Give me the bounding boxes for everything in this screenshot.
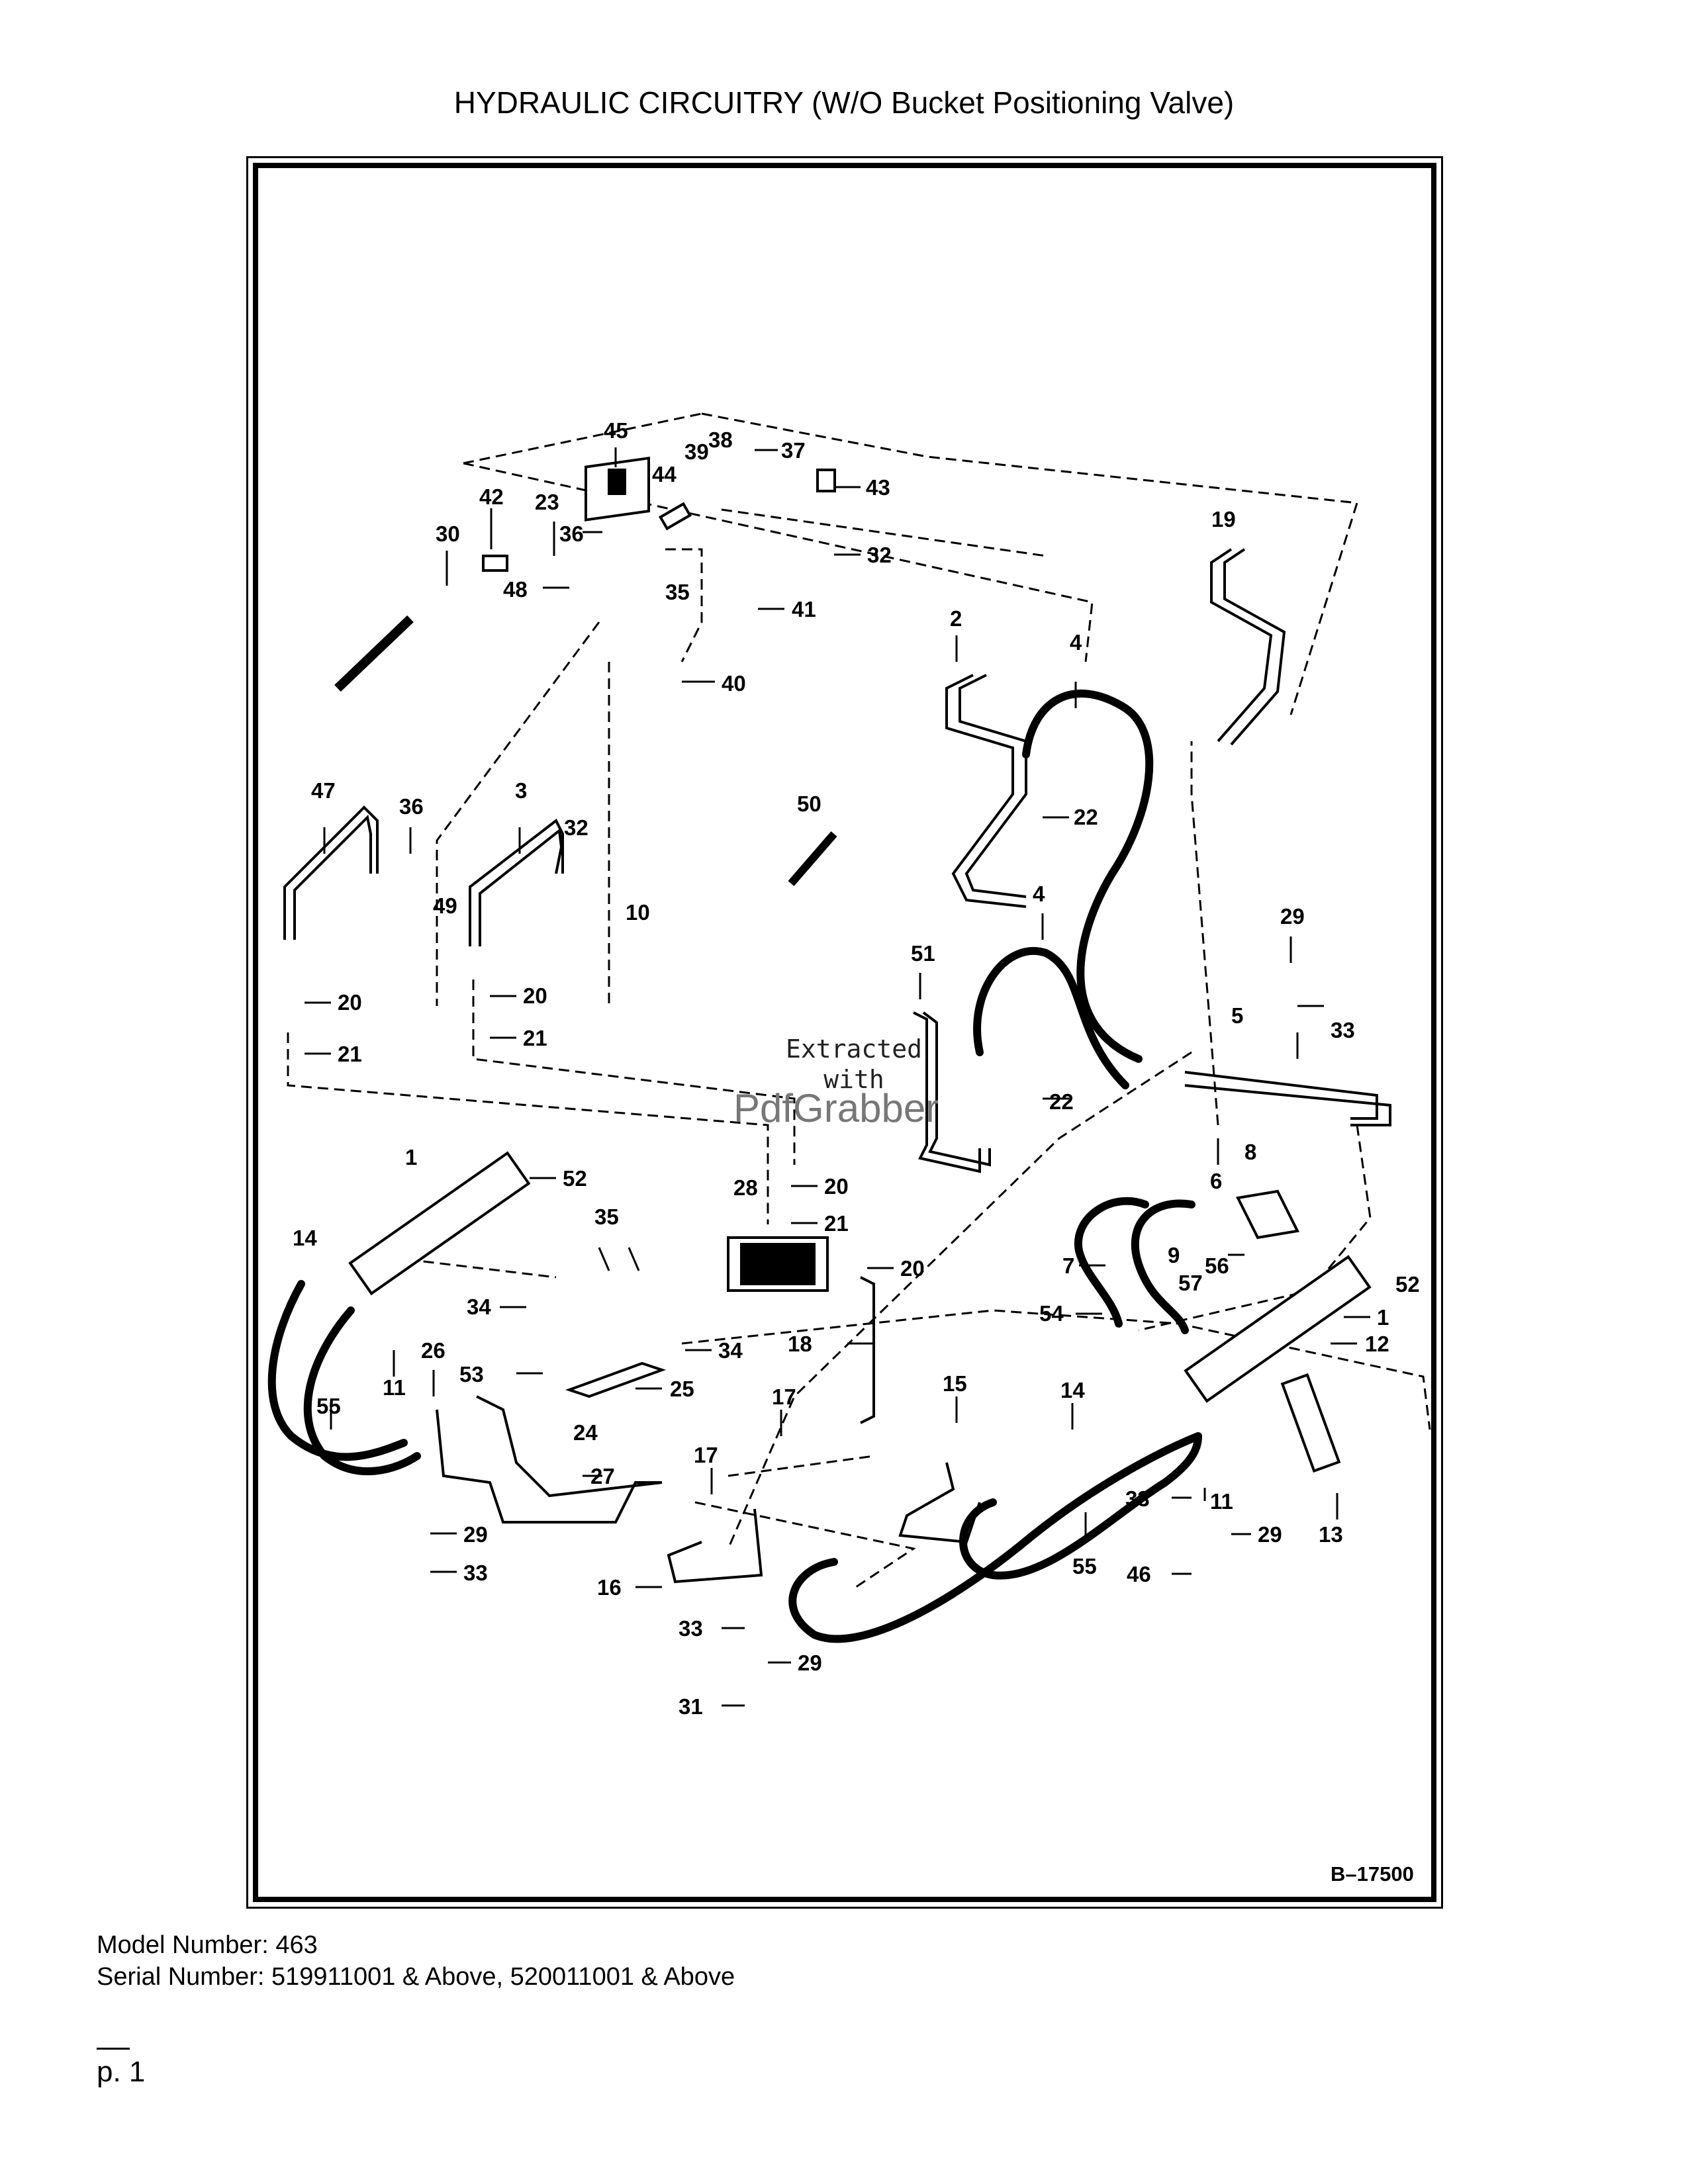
callout-33-b: 33 [1125, 1486, 1150, 1511]
dashed-assembly-lines [287, 412, 1431, 1590]
diagram-frame-inner [253, 163, 1436, 1902]
callout-20-d: 20 [900, 1256, 925, 1281]
callout-45: 45 [604, 418, 628, 443]
callout-5: 5 [1231, 1003, 1243, 1028]
callout-4-a: 4 [1070, 630, 1082, 655]
callout-46: 46 [1127, 1562, 1151, 1586]
watermark-line2: with [823, 1065, 884, 1094]
callout-9: 9 [1168, 1243, 1180, 1267]
callout-17-b: 17 [694, 1443, 718, 1467]
callout-30: 30 [436, 522, 460, 546]
callout-6: 6 [1210, 1169, 1222, 1193]
callout-7: 7 [1062, 1253, 1074, 1278]
callout-29-a: 29 [1280, 904, 1305, 929]
callout-33-c: 33 [463, 1561, 488, 1585]
callout-10: 10 [626, 900, 650, 925]
callout-18: 18 [788, 1332, 812, 1356]
callout-11-a: 11 [383, 1375, 406, 1400]
callout-26: 26 [421, 1338, 445, 1363]
callout-32-a: 32 [867, 543, 892, 567]
callout-13: 13 [1319, 1522, 1343, 1547]
callout-24: 24 [573, 1420, 598, 1445]
model-number: Model Number: 463 [97, 1931, 318, 1959]
callout-38: 38 [708, 428, 733, 452]
callout-44: 44 [652, 462, 677, 486]
callout-20-c: 20 [824, 1174, 849, 1199]
watermark-line1: Extracted [786, 1034, 922, 1064]
callout-8: 8 [1244, 1140, 1256, 1164]
callout-21-c: 21 [824, 1211, 849, 1236]
callout-47: 47 [311, 778, 336, 803]
serial-number: Serial Number: 519911001 & Above, 520011… [97, 1963, 735, 1991]
callout-39: 39 [684, 439, 709, 464]
page-title: HYDRAULIC CIRCUITRY (W/O Bucket Position… [453, 85, 1235, 120]
callout-23: 23 [535, 490, 559, 514]
callout-4-b: 4 [1033, 882, 1045, 906]
callout-34-b: 34 [718, 1338, 743, 1363]
rigid-tubes [283, 548, 1391, 1584]
components [334, 456, 1372, 1473]
callout-56: 56 [1205, 1253, 1229, 1278]
callout-29-b: 29 [1258, 1522, 1282, 1547]
callout-52-b: 52 [1395, 1272, 1420, 1297]
callout-29-c: 29 [463, 1522, 488, 1547]
callout-57: 57 [1178, 1271, 1203, 1295]
callout-53: 53 [459, 1362, 484, 1387]
callout-16: 16 [597, 1575, 622, 1600]
callout-36-b: 36 [399, 794, 424, 819]
watermark-text: Extracted with [735, 1034, 973, 1095]
callout-41: 41 [792, 597, 816, 621]
callout-33-a: 33 [1331, 1018, 1355, 1042]
diagram-code: B–17500 [1331, 1862, 1414, 1886]
callout-2: 2 [950, 606, 962, 631]
callout-55-b: 55 [1072, 1554, 1097, 1578]
callout-20-a: 20 [338, 990, 362, 1015]
callout-35-b: 35 [594, 1205, 619, 1229]
callout-31: 31 [679, 1694, 703, 1719]
callout-20-b: 20 [523, 983, 547, 1008]
callout-54: 54 [1039, 1301, 1064, 1326]
callout-52-a: 52 [563, 1166, 587, 1191]
callout-11-b: 11 [1210, 1489, 1233, 1514]
callout-55-a: 55 [316, 1394, 341, 1418]
callout-37: 37 [781, 438, 806, 463]
callout-49: 49 [433, 893, 457, 918]
callout-17-a: 17 [772, 1385, 796, 1409]
callout-22-a: 22 [1074, 805, 1098, 829]
page-rule [97, 2048, 130, 2050]
callout-51: 51 [911, 941, 935, 966]
callout-14-b: 14 [1060, 1378, 1085, 1402]
callout-15: 15 [943, 1371, 967, 1396]
callout-50: 50 [797, 792, 821, 816]
callout-22-b: 22 [1049, 1089, 1074, 1114]
callout-42: 42 [479, 484, 504, 509]
callout-21-b: 21 [338, 1042, 362, 1066]
callout-34-a: 34 [467, 1295, 491, 1319]
callout-28: 28 [733, 1175, 758, 1200]
callout-40: 40 [722, 671, 746, 696]
callout-33-d: 33 [679, 1616, 703, 1641]
callout-21-a: 21 [523, 1026, 547, 1050]
callout-27: 27 [590, 1464, 615, 1488]
callout-35-a: 35 [665, 580, 690, 604]
callout-36-a: 36 [559, 522, 584, 546]
callout-48: 48 [503, 577, 528, 602]
callout-12: 12 [1365, 1332, 1389, 1356]
callout-14-a: 14 [293, 1226, 317, 1250]
watermark-logo: PdfGrabber [733, 1086, 939, 1130]
callout-labels: 45 38 37 39 44 43 42 23 30 36 48 32 35 4… [293, 418, 1420, 1719]
callout-1-a: 1 [405, 1145, 417, 1169]
callout-1-b: 1 [1377, 1305, 1389, 1330]
callout-43: 43 [866, 475, 890, 500]
callout-25: 25 [670, 1377, 694, 1401]
diagram-frame-outer [246, 156, 1443, 1909]
callout-3: 3 [515, 778, 527, 803]
callout-29-d: 29 [798, 1651, 822, 1675]
callout-19: 19 [1211, 507, 1236, 531]
page-number: p. 1 [97, 2056, 146, 2088]
callout-32-b: 32 [564, 815, 588, 840]
hoses [267, 689, 1202, 1643]
leader-lines [305, 447, 1370, 1707]
